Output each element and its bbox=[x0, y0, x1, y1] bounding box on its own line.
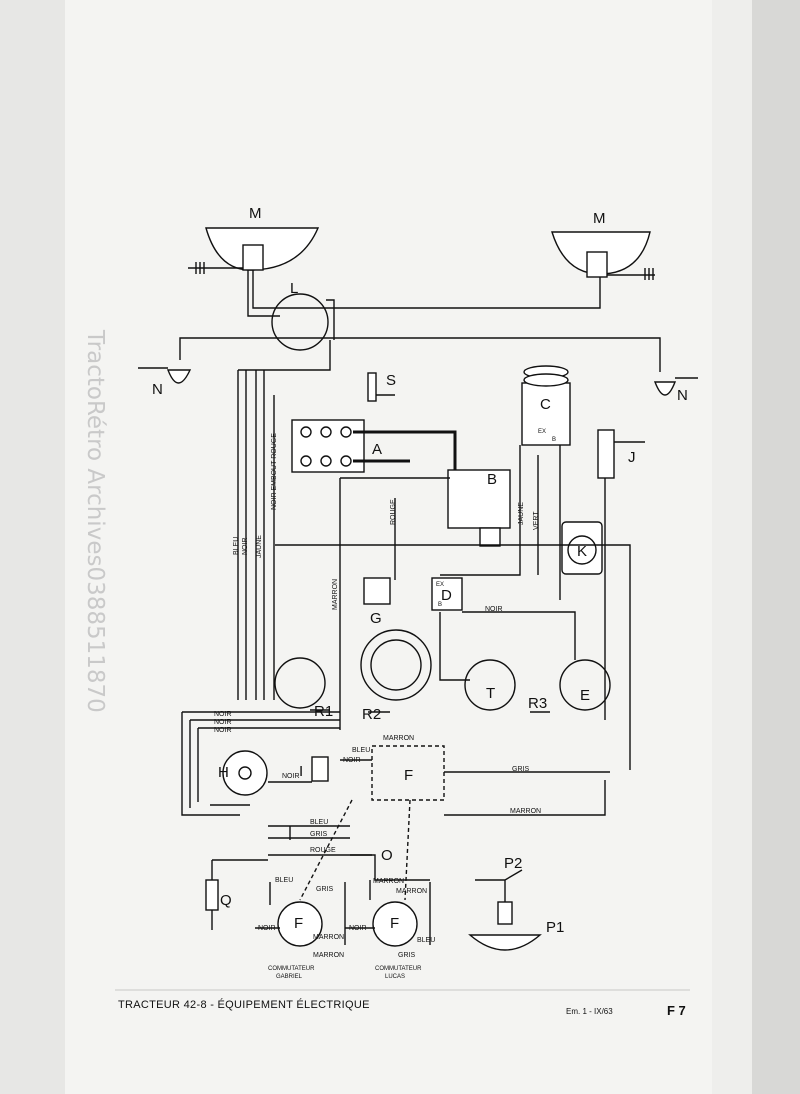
book-edge bbox=[712, 0, 752, 1094]
wire-noir-i: NOIR bbox=[282, 773, 300, 780]
footer-title: TRACTEUR 42-8 - ÉQUIPEMENT ÉLECTRIQUE bbox=[118, 998, 370, 1011]
wire-noir-3: NOIR bbox=[214, 727, 232, 734]
label-F-gabriel: F bbox=[294, 915, 303, 932]
wire-noir-d: NOIR bbox=[485, 606, 503, 613]
wire-bleu-v: BLEU bbox=[233, 537, 240, 555]
wire-bleu-h: BLEU bbox=[310, 819, 328, 826]
label-N-right: N bbox=[677, 387, 688, 404]
footer-edition: Em. 1 - IX/63 bbox=[566, 1007, 613, 1016]
label-R2: R2 bbox=[362, 706, 381, 723]
wire-marron-f: MARRON bbox=[383, 735, 414, 742]
label-E: E bbox=[580, 687, 590, 704]
commutator-lucas-line2: LUCAS bbox=[385, 974, 405, 980]
wire-noir-g: NOIR bbox=[258, 925, 276, 932]
wire-marron-g2: MARRON bbox=[313, 952, 344, 959]
wire-marron-v: MARRON bbox=[332, 579, 339, 610]
wire-bleu-f: BLEU bbox=[352, 747, 370, 754]
label-T: T bbox=[486, 685, 495, 702]
wire-noir-f: NOIR bbox=[343, 757, 361, 764]
wire-marron-f2: MARRON bbox=[510, 808, 541, 815]
label-H: H bbox=[218, 764, 229, 781]
label-J: J bbox=[628, 449, 636, 466]
label-R3: R3 bbox=[528, 695, 547, 712]
label-B: B bbox=[487, 471, 497, 488]
label-D: D bbox=[441, 587, 452, 604]
wire-bleu-l: BLEU bbox=[417, 937, 435, 944]
terminal-b-d: B bbox=[438, 602, 442, 608]
wire-noir-2: NOIR bbox=[214, 719, 232, 726]
label-F-lucas: F bbox=[390, 915, 399, 932]
label-G: G bbox=[370, 610, 382, 627]
label-Q: Q bbox=[220, 892, 232, 909]
wire-bleu-g: BLEU bbox=[275, 877, 293, 884]
watermark: TractoRétro Archives0388511870 bbox=[82, 329, 108, 713]
label-M-left: M bbox=[249, 205, 262, 222]
wire-vert-v: VERT bbox=[533, 511, 540, 530]
label-A: A bbox=[372, 441, 382, 458]
wire-marron-g: MARRON bbox=[313, 934, 344, 941]
label-I: I bbox=[299, 763, 303, 780]
label-S: S bbox=[386, 372, 396, 389]
wire-marron-l: MARRON bbox=[373, 878, 404, 885]
wire-jaune-v: JAUNE bbox=[256, 535, 263, 558]
label-M-right: M bbox=[593, 210, 606, 227]
wire-gris-f: GRIS bbox=[512, 766, 529, 773]
wire-noir-embout-rouge: NOIR EMBOUT ROUGE bbox=[271, 433, 278, 510]
commutator-lucas-line1: COMMUTATEUR bbox=[375, 966, 422, 972]
commutator-gabriel-line1: COMMUTATEUR bbox=[268, 966, 315, 972]
wire-jaune-v2: JAUNE bbox=[518, 502, 525, 525]
wire-gris-h: GRIS bbox=[310, 831, 327, 838]
label-C: C bbox=[540, 396, 551, 413]
wire-noir-v: NOIR bbox=[242, 538, 249, 556]
label-R1: R1 bbox=[314, 703, 333, 720]
wire-marron-l2: MARRON bbox=[396, 888, 427, 895]
label-F: F bbox=[404, 767, 413, 784]
label-L: L bbox=[290, 280, 298, 297]
wire-rouge-h: ROUGE bbox=[310, 847, 336, 854]
footer-page-number: F 7 bbox=[667, 1003, 686, 1018]
terminal-b-c: B bbox=[552, 437, 556, 443]
wire-noir-1: NOIR bbox=[214, 711, 232, 718]
wire-rouge-v: ROUGE bbox=[390, 499, 397, 525]
label-P1: P1 bbox=[546, 919, 564, 936]
label-K: K bbox=[577, 543, 587, 560]
wire-gris-l: GRIS bbox=[398, 952, 415, 959]
wire-gris-g: GRIS bbox=[316, 886, 333, 893]
wire-noir-l: NOIR bbox=[349, 925, 367, 932]
terminal-ex-c: EX bbox=[538, 429, 546, 435]
commutator-gabriel-line2: GABRIEL bbox=[276, 974, 303, 980]
label-N-left: N bbox=[152, 381, 163, 398]
terminal-ex-d: EX bbox=[436, 582, 444, 588]
label-P2: P2 bbox=[504, 855, 522, 872]
label-O: O bbox=[381, 847, 393, 864]
